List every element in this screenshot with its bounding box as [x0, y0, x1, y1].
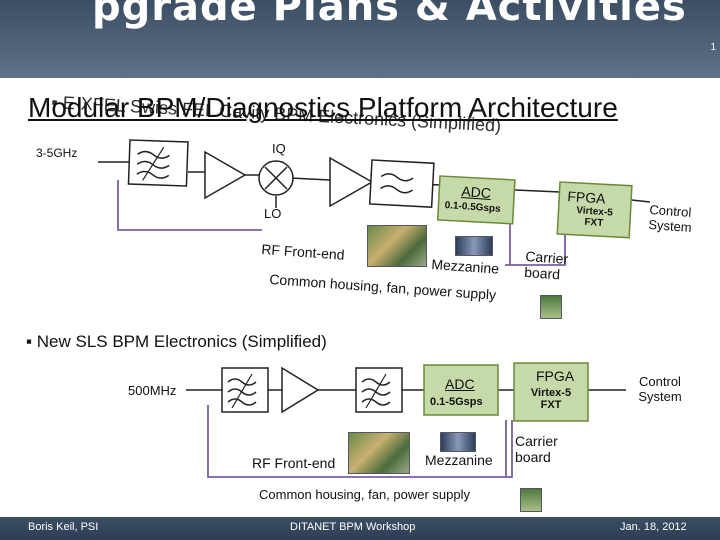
rf-frontend-photo [367, 225, 427, 267]
fpga-block [556, 181, 633, 239]
top-block-diagram [98, 139, 651, 266]
slide-number: 1 [710, 42, 716, 53]
fpga-label: FPGA [536, 368, 575, 384]
adc-rate-label: 0.1-5Gsps [430, 396, 483, 408]
fpga-label: FPGA [566, 188, 607, 207]
amplifier-icon [329, 156, 374, 208]
adc-label: ADC [445, 376, 475, 392]
banner-title: pgrade Plans & Activities [92, 0, 687, 30]
amplifier-icon [204, 150, 247, 200]
carrier-photo [540, 295, 562, 319]
adc-block [436, 175, 516, 225]
common-housing-label: Common housing, fan, power supply [259, 487, 471, 502]
wire-5 [514, 189, 561, 193]
mezzanine-photo [440, 432, 476, 452]
carrier-photo [520, 488, 542, 512]
footer-bar: Boris Keil, PSI DITANET BPM Workshop Jan… [0, 517, 720, 540]
mezzanine-photo [455, 236, 493, 256]
bandpass-filter-icon [221, 367, 269, 413]
adc-block [423, 364, 499, 416]
fpga-model-label: Virtex-5 FXT [575, 205, 614, 229]
fpga-model-label: Virtex-5 FXT [530, 387, 572, 411]
lo-label: LO [264, 206, 282, 221]
control-system-label: Control System [638, 374, 682, 404]
adc-label: ADC [460, 183, 492, 202]
wire-3 [289, 177, 331, 181]
bandpass-filter-icon [355, 367, 403, 413]
rf-frontend-label: RF Front-end [252, 455, 336, 471]
housing-outline [207, 405, 513, 478]
section-bullet: ▪ New SLS BPM Electronics (Simplified) [26, 332, 327, 351]
carrier-label: Carrier board [515, 433, 558, 465]
control-system-label: Control System [647, 202, 693, 235]
bandpass-filter-icon [127, 139, 189, 187]
carrier-label: Carrier board [523, 248, 569, 283]
iq-label: IQ [272, 141, 286, 156]
page-title: Modular BPM/Diagnostics Platform Archite… [28, 92, 618, 123]
housing-outline [117, 180, 262, 231]
lowpass-filter-icon [368, 159, 435, 208]
rf-frontend-photo [348, 432, 410, 474]
mezzanine-label: Mezzanine [425, 452, 493, 468]
footer-event: DITANET BPM Workshop [290, 521, 416, 533]
footer-date: Jan. 18, 2012 [620, 521, 687, 533]
footer-author: Boris Keil, PSI [28, 521, 99, 533]
input-frequency-label: 3-5GHz [36, 146, 78, 160]
bottom-block-diagram [186, 362, 626, 478]
fpga-block [513, 362, 589, 422]
amplifier-icon [281, 366, 320, 414]
wire-6 [631, 199, 651, 203]
input-frequency-label: 500MHz [128, 383, 177, 398]
mixer-icon [258, 160, 294, 196]
title-banner: pgrade Plans & Activities 1 [0, 0, 720, 78]
